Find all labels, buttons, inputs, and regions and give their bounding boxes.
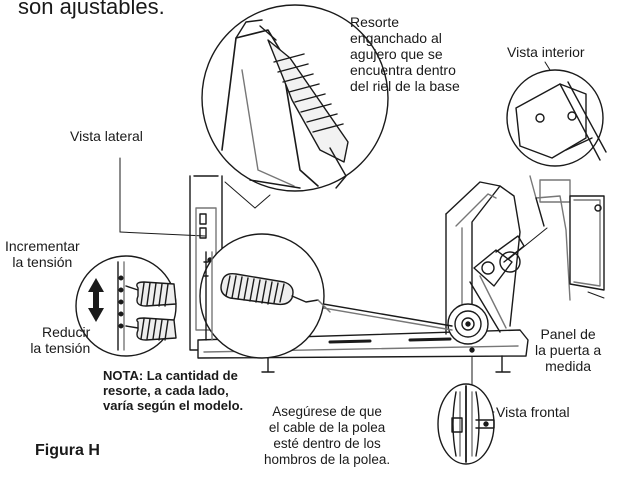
spring-hook-detail <box>201 4 389 192</box>
side-view-label: Vista lateral <box>70 128 143 144</box>
callout-line: Asegúrese de que <box>272 404 382 419</box>
spring-hook-callout: Resorte enganchado al agujero que se enc… <box>350 14 460 94</box>
side-view-detail <box>199 233 331 359</box>
increase-tension-label: Incrementar la tensión <box>5 238 80 270</box>
right-tower <box>445 175 571 335</box>
model-note: NOTA: La cantidad de resorte, a cada lad… <box>103 368 243 413</box>
front-view-detail <box>437 383 495 465</box>
pulley-cable-note: Asegúrese de que el cable de la polea es… <box>264 404 390 468</box>
reduce-tension-label: Reducir la tensión <box>24 324 90 356</box>
note-line: NOTA: La cantidad de <box>103 368 238 383</box>
tension-adjust-detail <box>75 255 177 357</box>
callout-line: el cable de la polea <box>268 420 386 435</box>
interior-view-detail <box>506 69 607 167</box>
callout-line: la puerta a <box>535 342 602 358</box>
callout-line: Resorte <box>350 14 400 30</box>
tension-arrow-icon <box>88 278 104 322</box>
leader-lines <box>119 21 605 413</box>
figure-label: Figura H <box>35 442 100 459</box>
callout-line: Reducir <box>42 324 91 340</box>
callout-line: esté dentro de los <box>273 436 381 451</box>
callout-line: enganchado al <box>350 30 442 46</box>
note-line: resorte, a cada lado, <box>103 383 229 398</box>
door-panel <box>569 195 605 291</box>
callout-line: encuentra dentro <box>350 62 456 78</box>
callout-line: agujero que se <box>350 46 443 62</box>
interior-view-label: Vista interior <box>507 44 585 60</box>
callout-line: Panel de <box>540 326 596 342</box>
callout-line: hombros de la polea. <box>264 452 391 467</box>
callout-line: la tensión <box>30 340 91 356</box>
front-view-label: Vista frontal <box>496 404 570 420</box>
callout-line: Incrementar <box>5 238 80 254</box>
header-fragment: son ajustables. <box>18 0 165 19</box>
callout-line: del riel de la base <box>350 78 460 94</box>
callout-line: medida <box>545 358 592 374</box>
callout-line: la tensión <box>12 254 73 270</box>
custom-door-panel-label: Panel de la puerta a medida <box>535 326 601 374</box>
pulley-assembly <box>447 235 525 353</box>
note-line: varía según el modelo. <box>103 398 244 413</box>
